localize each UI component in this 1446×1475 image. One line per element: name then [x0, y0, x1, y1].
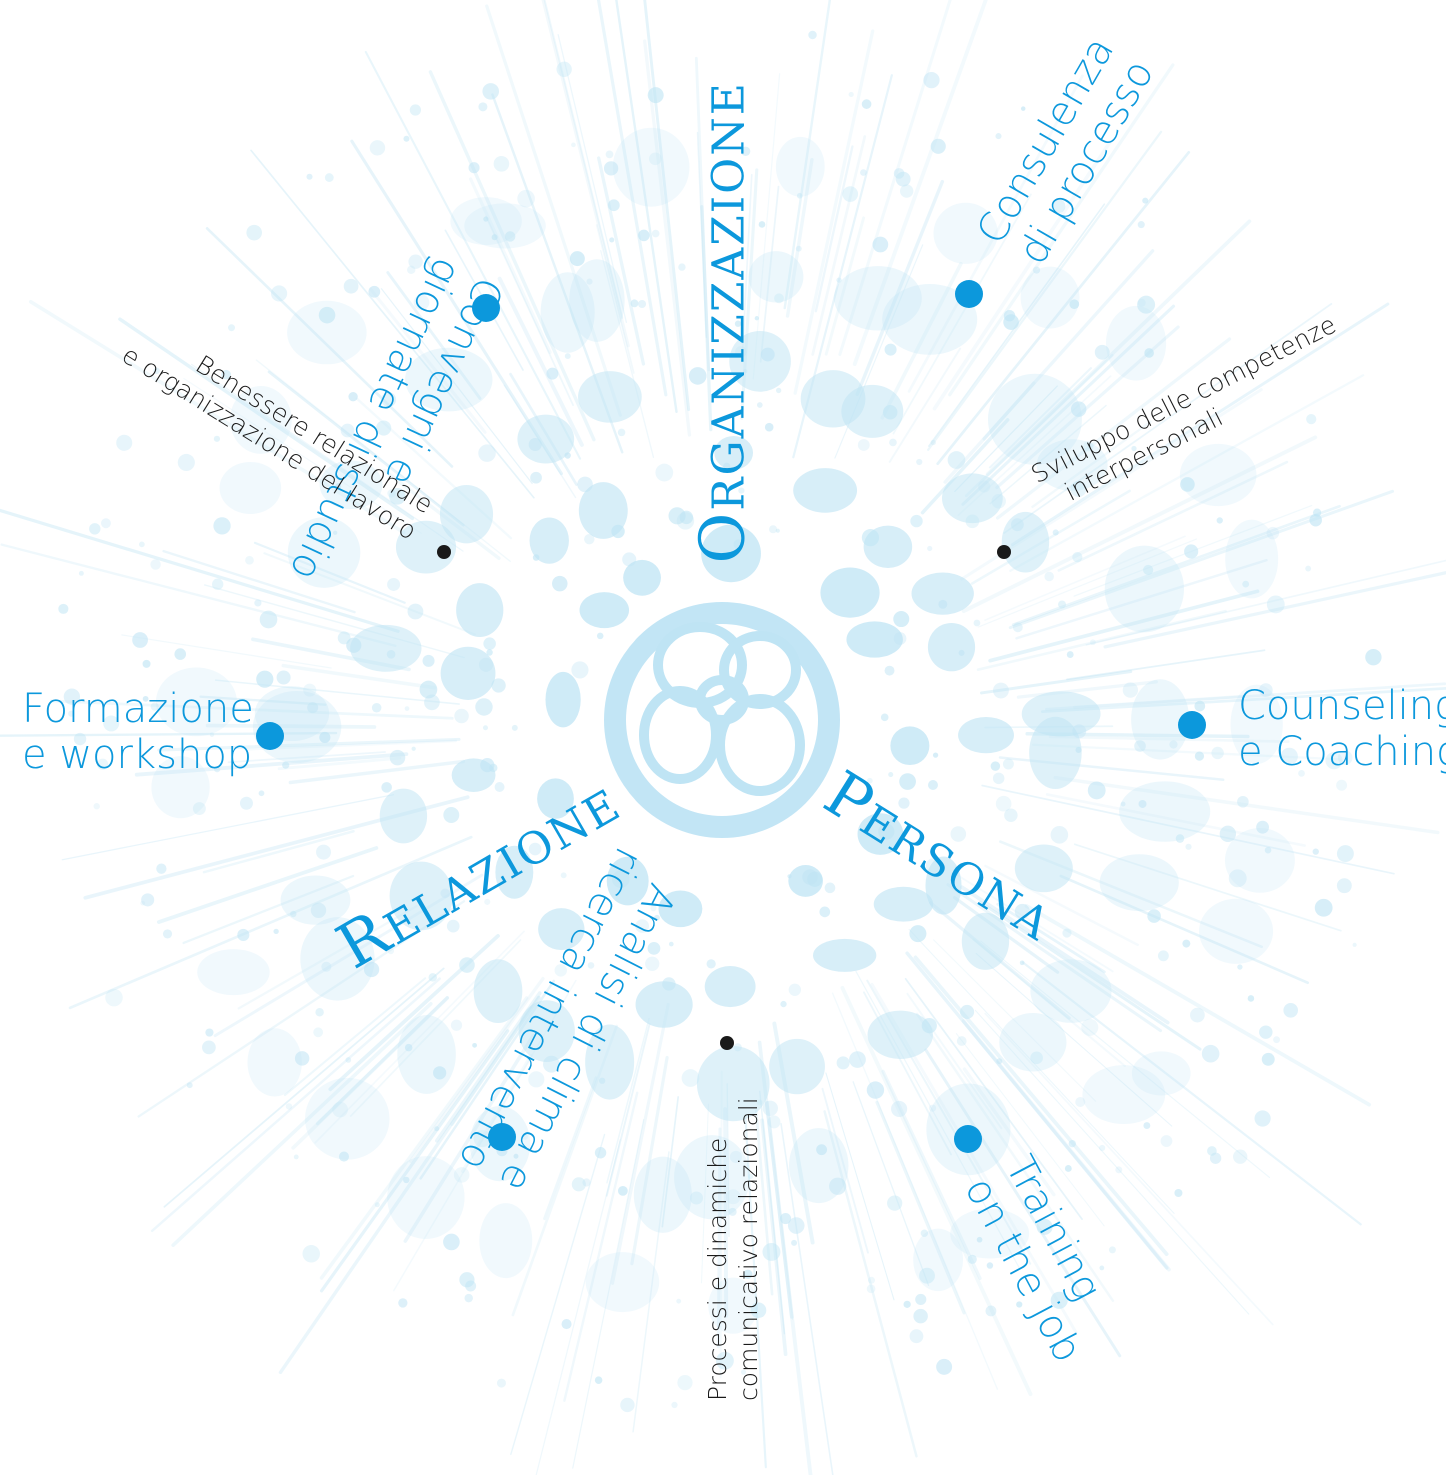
- label-processi-line1: Processi e dinamiche: [703, 1137, 732, 1401]
- marker-consulenza: [955, 280, 983, 308]
- marker-counseling: [1178, 711, 1206, 739]
- label-counseling-line2: e Coaching: [1238, 729, 1446, 775]
- label-counseling: Counseling e Coaching: [1238, 683, 1446, 775]
- marker-convegni: [472, 294, 500, 322]
- marker-benessere: [437, 545, 451, 559]
- label-formazione: Formazione e workshop: [22, 686, 254, 778]
- marker-analisi: [488, 1123, 516, 1151]
- label-counseling-line1: Counseling: [1238, 683, 1446, 729]
- marker-formazione: [256, 722, 284, 750]
- core-organizzazione: ORGANIZZAZIONE: [685, 80, 759, 563]
- label-formazione-line2: e workshop: [22, 732, 253, 778]
- label-formazione-line1: Formazione: [22, 686, 254, 732]
- label-processi: Processi e dinamiche comunicativo relazi…: [702, 1097, 764, 1401]
- marker-training: [954, 1125, 982, 1153]
- label-processi-line2: comunicativo relazionali: [734, 1097, 763, 1401]
- marker-sviluppo: [997, 545, 1011, 559]
- marker-processi: [720, 1036, 734, 1050]
